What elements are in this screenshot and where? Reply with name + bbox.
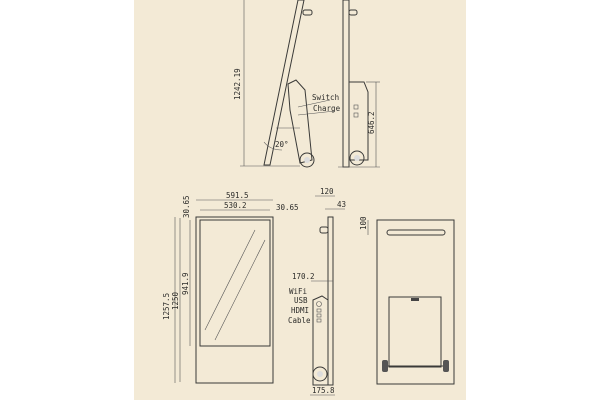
ports-side-view: 120 43 170.2 WiFi USB HDMI Cable 175.8 bbox=[288, 187, 346, 396]
trolley-frame bbox=[388, 296, 442, 368]
panel-depth-label: 43 bbox=[337, 200, 346, 209]
parchment-background bbox=[134, 0, 466, 400]
upright-side-view: 646.2 bbox=[338, 0, 380, 168]
depth-label: 120 bbox=[320, 187, 334, 196]
front-body bbox=[195, 216, 274, 384]
wheel bbox=[312, 366, 328, 382]
front-view: 591.5 530.2 30.65 30.65 1257.5 1250 941.… bbox=[162, 191, 299, 384]
foot-depth-label: 175.8 bbox=[312, 386, 335, 395]
tilted-side-view: 1242.19 Switch Charge 20° bbox=[233, 0, 341, 168]
top-margin-label: 30.65 bbox=[182, 195, 191, 218]
charge-leader bbox=[297, 110, 336, 116]
usb-port bbox=[316, 308, 322, 313]
screen-height-label: 941.9 bbox=[181, 272, 190, 295]
tilted-panel bbox=[263, 0, 305, 166]
base-height-label: 646.2 bbox=[367, 111, 376, 134]
base-unit bbox=[348, 81, 369, 161]
port-label-usb: USB bbox=[294, 296, 308, 305]
angle-label: 20° bbox=[275, 140, 289, 149]
back-handle bbox=[386, 229, 446, 236]
screen-glare bbox=[214, 239, 266, 341]
back-view: 100 bbox=[359, 216, 455, 385]
angle-arc bbox=[263, 141, 283, 151]
side-margin-label: 30.65 bbox=[276, 203, 299, 212]
wheel bbox=[349, 150, 365, 166]
handle bbox=[319, 226, 329, 234]
port-label-wifi: WiFi bbox=[289, 287, 307, 296]
back-frame bbox=[376, 219, 455, 385]
overall-width-label: 591.5 bbox=[226, 191, 249, 200]
wifi-port bbox=[316, 301, 322, 307]
wheel-hub bbox=[317, 371, 323, 377]
screen-width-label: 530.2 bbox=[224, 201, 247, 210]
base-unit bbox=[287, 79, 313, 164]
trolley-latch bbox=[411, 298, 419, 301]
height-label: 1242.19 bbox=[233, 68, 242, 100]
wheel bbox=[299, 152, 315, 168]
screen-glare bbox=[204, 229, 256, 331]
switch-label: Switch bbox=[312, 93, 339, 102]
hdmi-port bbox=[316, 313, 322, 318]
port-label-cable: Cable bbox=[288, 316, 311, 325]
port-label-hdmi: HDMI bbox=[291, 306, 309, 315]
handle bbox=[302, 9, 313, 16]
charge-label: Charge bbox=[313, 104, 341, 113]
switch-leader bbox=[297, 99, 331, 108]
wheel-left bbox=[382, 360, 388, 372]
switch-button bbox=[353, 104, 359, 110]
base-depth-label: 170.2 bbox=[292, 272, 315, 281]
cable-port bbox=[316, 318, 322, 323]
wheel-hub bbox=[354, 155, 360, 161]
handle-offset-label: 100 bbox=[359, 216, 368, 230]
body-height-label: 1250 bbox=[171, 291, 180, 310]
base-unit bbox=[312, 295, 329, 386]
handle bbox=[348, 9, 358, 16]
wheel-right bbox=[443, 360, 449, 372]
screen bbox=[199, 219, 271, 347]
overall-height-label: 1257.5 bbox=[162, 293, 171, 320]
wheel-hub bbox=[304, 157, 310, 163]
charge-port bbox=[353, 112, 359, 118]
